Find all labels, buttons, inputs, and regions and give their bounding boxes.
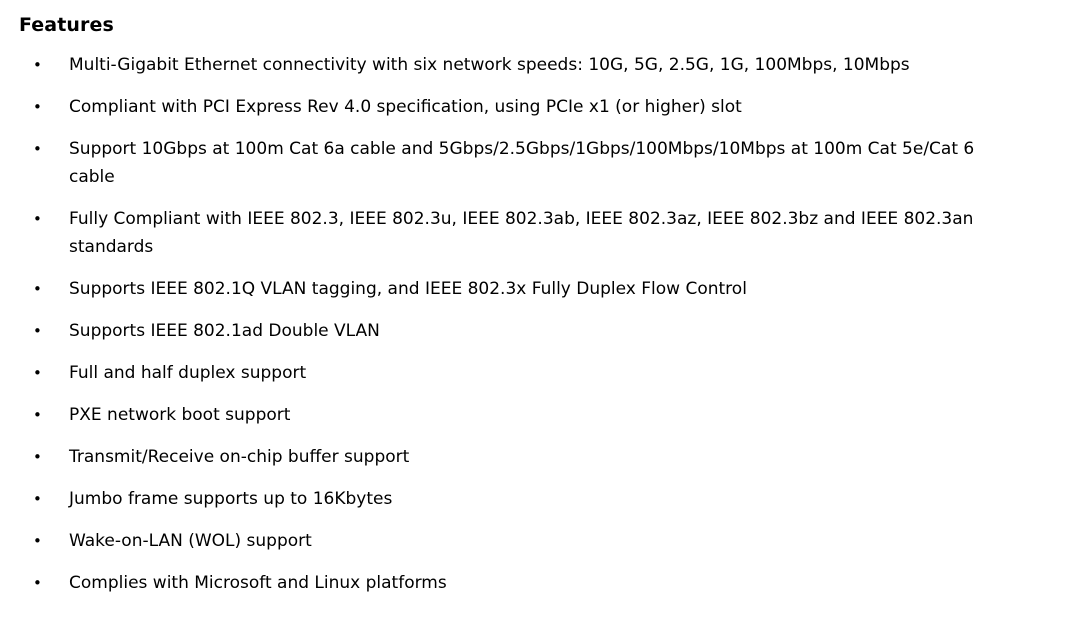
feature-text: Supports IEEE 802.1Q VLAN tagging, and I…	[69, 279, 747, 299]
feature-item: • Compliant with PCI Express Rev 4.0 spec…	[0, 93, 1019, 121]
bullet-icon: •	[33, 490, 42, 508]
feature-text: Complies with Microsoft and Linux platfo…	[69, 573, 447, 593]
feature-text: Fully Compliant with IEEE 802.3, IEEE 80…	[69, 209, 974, 257]
feature-text: Jumbo frame supports up to 16Kbytes	[69, 489, 393, 509]
feature-item: • Multi-Gigabit Ethernet connectivity wit…	[0, 51, 1019, 79]
bullet-icon: •	[33, 448, 42, 466]
bullet-icon: •	[33, 140, 42, 158]
bullet-icon: •	[33, 56, 42, 74]
feature-item: • Transmit/Receive on-chip buffer support	[0, 443, 1019, 471]
feature-text: Wake-on-LAN (WOL) support	[69, 531, 312, 551]
feature-item: • Supports IEEE 802.1Q VLAN tagging, and …	[0, 275, 1019, 303]
feature-text: Full and half duplex support	[69, 363, 307, 383]
features-list: • Multi-Gigabit Ethernet connectivity wit…	[0, 51, 1081, 611]
bullet-icon: •	[33, 406, 42, 424]
bullet-icon: •	[33, 574, 42, 592]
bullet-icon: •	[33, 210, 42, 228]
feature-item: • Fully Compliant with IEEE 802.3, IEEE 8…	[0, 205, 1019, 261]
feature-text: Multi-Gigabit Ethernet connectivity with…	[69, 55, 910, 75]
feature-item: • Wake-on-LAN (WOL) support	[0, 527, 1019, 555]
feature-item: • Support 10Gbps at 100m Cat 6a cable and…	[0, 135, 1019, 191]
feature-item: • Full and half duplex support	[0, 359, 1019, 387]
feature-text: Support 10Gbps at 100m Cat 6a cable and …	[69, 139, 975, 187]
bullet-icon: •	[33, 98, 42, 116]
bullet-icon: •	[33, 532, 42, 550]
bullet-icon: •	[33, 322, 42, 340]
bullet-icon: •	[33, 280, 42, 298]
feature-item: • Complies with Microsoft and Linux platf…	[0, 569, 1019, 597]
feature-text: Supports IEEE 802.1ad Double VLAN	[69, 321, 380, 341]
bullet-icon: •	[33, 364, 42, 382]
feature-text: Transmit/Receive on-chip buffer support	[69, 447, 410, 467]
feature-item: • PXE network boot support	[0, 401, 1019, 429]
features-heading: Features	[19, 14, 114, 36]
feature-text: PXE network boot support	[69, 405, 291, 425]
feature-item: • Jumbo frame supports up to 16Kbytes	[0, 485, 1019, 513]
feature-item: • Supports IEEE 802.1ad Double VLAN	[0, 317, 1019, 345]
feature-text: Compliant with PCI Express Rev 4.0 speci…	[69, 97, 742, 117]
